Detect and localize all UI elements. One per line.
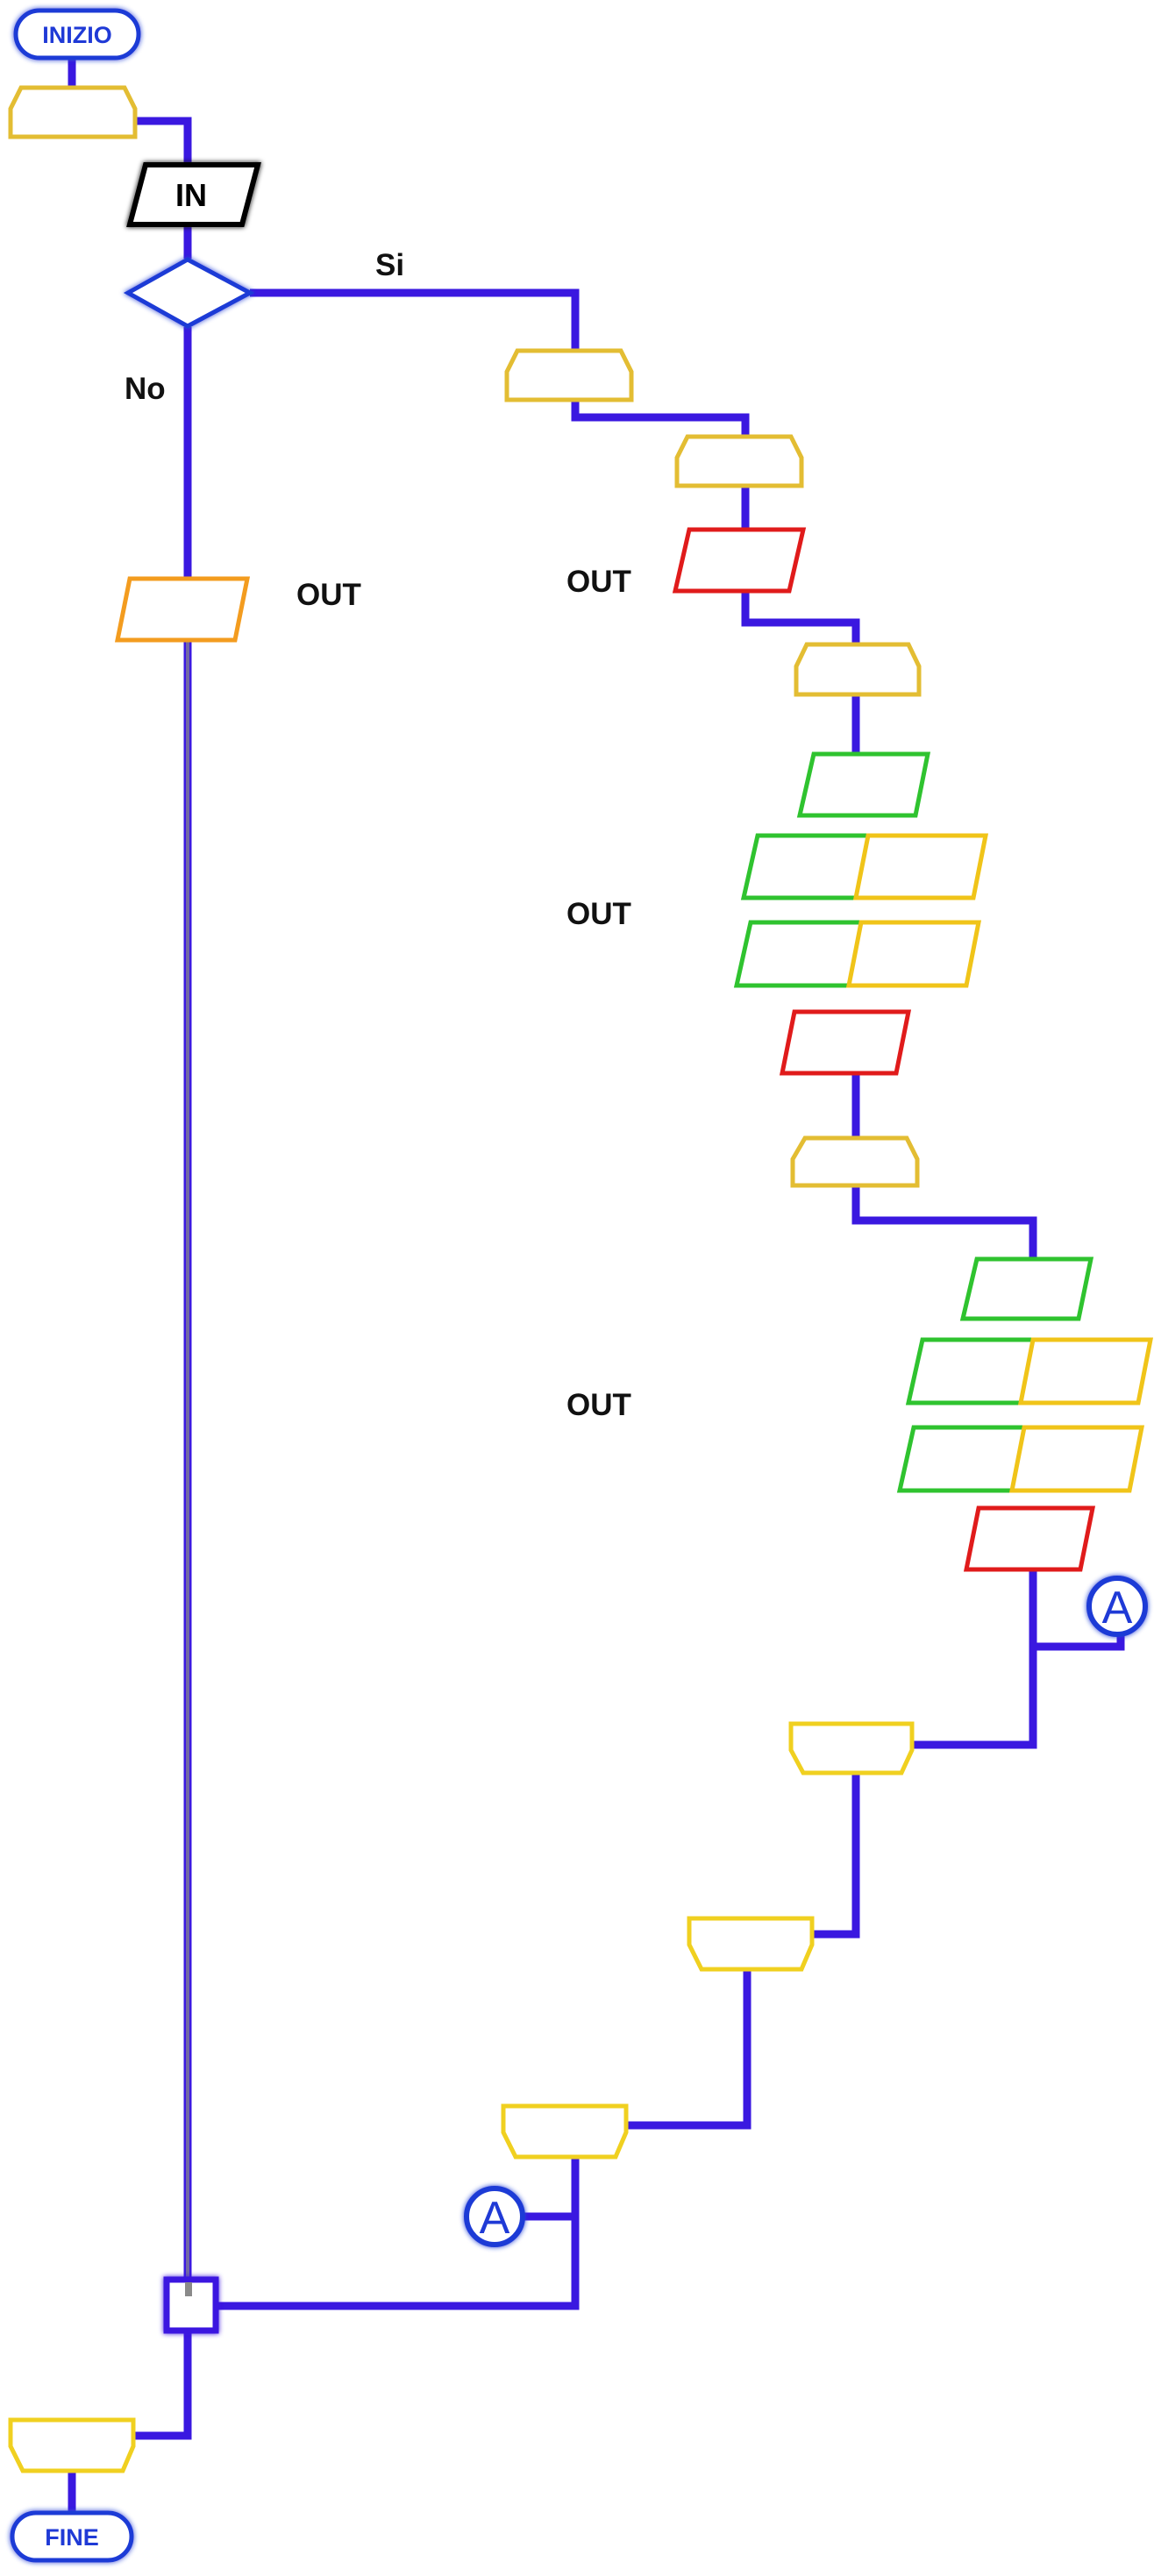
loop-end-block-2 [687,1916,815,1972]
decision-block [123,257,255,329]
output-green-block-4 [959,1256,1094,1321]
connector-a-left: A [464,2186,525,2247]
end-terminal: FINE [10,2510,134,2563]
start-label: INIZIO [42,22,112,48]
loop-end-block-3 [501,2103,629,2160]
loop-start-block-1 [8,85,138,139]
line-r3 [741,593,860,644]
output-green-block-6 [896,1425,1031,1493]
start-terminal: INIZIO [13,8,141,60]
line-conn-a-right [1033,1633,1125,1651]
branch-no-label: No [125,372,166,406]
out-label-1: OUT [296,578,361,612]
loop-start-block-2 [504,348,634,402]
output-orange-block [114,576,251,643]
loop-end-block-1 [788,1721,915,1775]
loop-start-block-4 [794,642,922,697]
line-r1 [571,402,750,437]
line-merge-down [133,2332,192,2440]
output-yellow-block-3 [1017,1337,1154,1405]
line-r7 [912,1571,1037,1749]
out-label-2: OUT [566,565,631,599]
connector-a-right: A [1086,1576,1148,1637]
output-red-block-1 [672,527,807,594]
line-si-branch [250,288,580,351]
connector-a-right-label: A [1102,1583,1133,1633]
loop-end-block-4 [8,2417,136,2473]
line-r8 [811,1773,860,1939]
line-block-to-in [136,117,192,165]
line-r6 [851,1185,1037,1259]
input-label: IN [175,177,207,213]
connector-a-left-label: A [480,2193,510,2244]
output-yellow-block-1 [852,833,989,900]
end-label: FINE [45,2524,99,2551]
output-red-block-3 [963,1505,1096,1572]
out-label-3: OUT [566,897,631,931]
output-green-block-5 [905,1337,1040,1405]
output-yellow-block-4 [1008,1425,1145,1493]
output-green-block-1 [796,751,931,818]
loop-start-block-5 [790,1135,920,1188]
output-red-block-2 [779,1009,912,1076]
loop-start-block-3 [674,434,804,488]
out-label-4: OUT [566,1388,631,1422]
branch-yes-label: Si [375,248,404,282]
output-yellow-block-2 [845,920,982,988]
input-block: IN [126,162,261,227]
output-green-block-3 [733,920,868,988]
line-r10 [217,2157,580,2310]
output-green-block-2 [740,833,875,900]
merge-node-core [185,2282,192,2296]
line-r9 [624,1968,752,2130]
